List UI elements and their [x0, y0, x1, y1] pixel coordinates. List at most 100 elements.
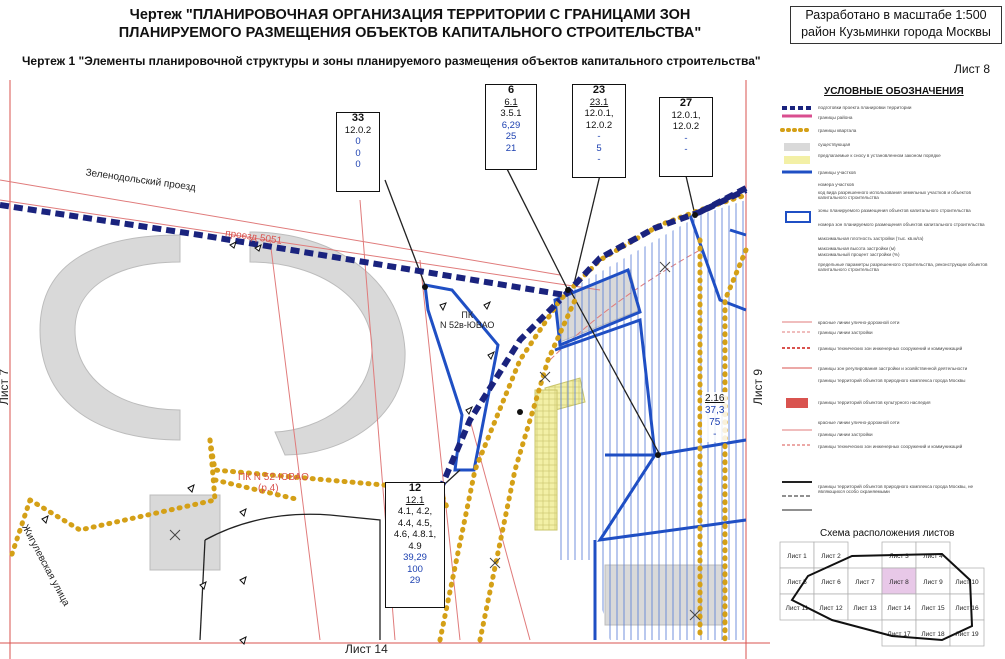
scheme-cell[interactable] [779, 593, 815, 621]
parcel-height: 100 [407, 563, 423, 575]
parcel-box-12[interactable]: 12 12.1 4.1, 4.2, 4.4, 4.5, 4.6, 4.8.1, … [385, 482, 445, 608]
legend-item-label: границы территорий объектов культурного … [818, 400, 931, 405]
legend-item-label: номера участков [818, 182, 854, 187]
parcel-use-code-1: 12.0.1, [671, 109, 701, 121]
scheme-cell-label: Лист 2 [821, 553, 841, 560]
sheet-scheme-title: Схема расположения листов [820, 528, 955, 539]
legend-item-label: предлагаемые к сносу в установленном зак… [818, 153, 941, 158]
legend-item-label: границы технических зон инженерных соору… [818, 346, 963, 351]
sheet-link-bottom[interactable]: Лист 14 [345, 642, 388, 656]
zone-density: 37,3 [705, 405, 725, 416]
legend-item-label: подготовки проекта планировки территории [818, 105, 912, 110]
scheme-cell-label: Лист 9 [923, 579, 943, 586]
parcel-use-code-3: 4.6, 4.8.1, [393, 529, 437, 540]
scheme-cell[interactable] [881, 619, 917, 647]
scheme-cell-label: Лист 4 [923, 553, 943, 560]
legend-item-label: зоны планируемого размещения объектов ка… [818, 208, 971, 213]
scale-stamp: Разработано в масштабе 1:500 район Кузьм… [790, 6, 1002, 44]
scheme-cell[interactable] [847, 593, 883, 621]
scheme-cell-label: Лист 5 [787, 579, 807, 586]
sheet-link-right[interactable]: Лист 9 [751, 368, 766, 406]
parcel-number: 27 [679, 97, 693, 109]
scheme-cell[interactable] [881, 567, 917, 595]
scheme-cell-label: Лист 6 [821, 579, 841, 586]
legend-item-label: предельные параметры разрешенного строит… [818, 262, 988, 272]
parcel-height: 5 [596, 142, 602, 154]
parcel-use-code-2: 4.4, 4.5, [397, 517, 433, 529]
parcel-use-code-1: 4.1, 4.2, [397, 506, 433, 517]
legend-item-label: красные линии улично-дорожной сети [818, 420, 900, 425]
zone-percent: - [713, 429, 717, 440]
title-line-2: ПЛАНИРУЕМОГО РАЗМЕЩЕНИЯ ОБЪЕКТОВ КАПИТАЛ… [118, 25, 702, 41]
parcel-height: 25 [505, 131, 517, 142]
parcel-use-code-2: 12.0.2 [672, 121, 700, 132]
pk-label-52: ПК N 52-ЮВАО (р.4) [238, 472, 309, 494]
legend-item-label: границы технических зон инженерных соору… [818, 444, 963, 449]
stamp-district: район Кузьминки города Москвы [801, 25, 991, 39]
legend-item-label: границы зон регулирования застройки и хо… [818, 366, 968, 371]
parcel-zone-code: 6.1 [504, 96, 518, 108]
scheme-cell-label: Лист 16 [955, 605, 979, 612]
scheme-cell-label: Лист 10 [955, 579, 979, 586]
cross-markers [169, 261, 701, 621]
pk-label-52-line2: (р.4) [258, 483, 279, 494]
legend-item-label: границы линии застройки [818, 330, 873, 335]
node-points [422, 212, 698, 458]
sheet-link-left[interactable]: Лист 7 [0, 369, 12, 406]
district-border [0, 185, 748, 492]
parcel-use-code-1: 12.0.1, [584, 108, 614, 119]
legend-item-label: границы района [818, 115, 853, 120]
black-boundaries [199, 149, 696, 641]
parcel-box-33[interactable]: 33 12.0.2 0 0 0 [336, 112, 380, 192]
scheme-cell-label: Лист 13 [853, 605, 877, 612]
subtitle: Чертеж 1 "Элементы планировочной структу… [22, 54, 761, 68]
legend-item-label: границы квартала [818, 128, 857, 133]
parcel-zone-code: 12.1 [405, 494, 425, 506]
scheme-cell[interactable] [779, 541, 815, 569]
parcel-height: 0 [355, 147, 361, 159]
legend-title: УСЛОВНЫЕ ОБОЗНАЧЕНИЯ [824, 86, 964, 97]
scheme-cell-label: Лист 3 [889, 553, 909, 560]
parcel-density: 0 [355, 136, 361, 147]
scheme-cell[interactable] [915, 619, 951, 647]
scheme-cell-label: Лист 19 [955, 631, 979, 638]
scheme-cell-label: Лист 1 [787, 553, 807, 560]
parcel-use-code-4: 4.9 [408, 540, 422, 552]
scheme-cell[interactable] [813, 567, 849, 595]
legend-item-label: красные линии улично-дорожной сети [818, 320, 900, 325]
scheme-cell-label: Лист 14 [887, 605, 911, 612]
sheet-number: Лист 8 [954, 62, 991, 76]
scheme-cell-label: Лист 11 [786, 605, 809, 612]
legend-item-label: границы территорий объектов природного к… [818, 484, 974, 494]
parcel-density: - [597, 131, 601, 142]
parcel-percent: 21 [505, 142, 517, 154]
parcel-number: 33 [351, 112, 365, 124]
scheme-cell-label: Лист 17 [887, 631, 911, 638]
parcel-number: 23 [592, 84, 606, 96]
parcel-density: - [684, 132, 688, 144]
parcel-zone-code: 23.1 [589, 96, 609, 108]
header: Чертеж "ПЛАНИРОВОЧНАЯ ОРГАНИЗАЦИЯ ТЕРРИТ… [0, 0, 1005, 80]
triangle-markers [41, 241, 495, 645]
pk-label-52v: ПК N 52в-ЮВАО [440, 310, 494, 330]
legend-item-label: максимальная высота застройки (м) [818, 246, 896, 251]
parcel-box-27[interactable]: 27 12.0.1, 12.0.2 - - [659, 97, 713, 177]
parcel-label-216: 2.16 37,3 75 - [702, 392, 728, 442]
scheme-cell-label: Лист 15 [921, 605, 945, 612]
parcel-percent: 29 [409, 575, 421, 586]
title: Чертеж "ПЛАНИРОВОЧНАЯ ОРГАНИЗАЦИЯ ТЕРРИТ… [60, 6, 760, 42]
pk-label-52-line1: ПК N 52-ЮВАО [238, 472, 309, 483]
parcel-density: 6,29 [501, 119, 521, 131]
parcel-box-23[interactable]: 23 23.1 12.0.1, 12.0.2 - 5 - [572, 84, 626, 178]
pk-label-52v-line2: N 52в-ЮВАО [440, 320, 495, 330]
parcel-box-6[interactable]: 6 6.1 3.5.1 6,29 25 21 [485, 84, 537, 170]
zone-height: 75 [709, 417, 721, 428]
scheme-cell[interactable] [949, 593, 985, 621]
title-line-1: Чертеж "ПЛАНИРОВОЧНАЯ ОРГАНИЗАЦИЯ ТЕРРИТ… [129, 7, 691, 23]
sheet-scheme-map[interactable]: Лист 1 Лист 2 Лист 3 Лист 4 Лист 5 Лист 6 Лист… [772, 540, 1002, 656]
scheme-cell[interactable] [813, 593, 849, 621]
legend-item-label: границы участков [818, 170, 856, 175]
parcel-use-code: 12.0.2 [344, 124, 372, 136]
legend-item-label: максимальная плотность застройки (тыс. к… [818, 236, 924, 241]
legend-item-label: максимальный процент застройки (%) [818, 252, 900, 257]
